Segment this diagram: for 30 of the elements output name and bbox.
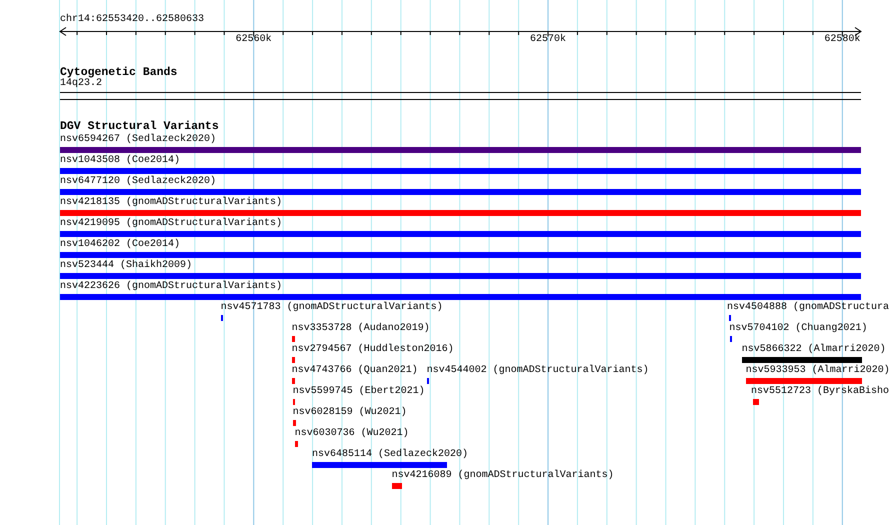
- variant-label: nsv6477120 (Sedlazeck2020): [60, 176, 218, 188]
- variant-label: nsv4223626 (gnomADStructuralVariants): [60, 281, 284, 293]
- variant-label: nsv2794567 (Huddleston2016): [292, 344, 454, 356]
- variant-label: nsv5512723 (ByrskaBisho: [751, 386, 890, 398]
- variant-label: nsv5599745 (Ebert2021): [292, 386, 425, 398]
- tick-label: 62570k: [530, 34, 566, 46]
- variant-label: nsv5866322 (Almarri2020): [742, 344, 886, 356]
- variant-label: nsv4219095 (gnomADStructuralVariants): [60, 218, 284, 230]
- variant-label: nsv4743766 (Quan2021): [292, 365, 418, 377]
- variant-label: nsv4216089 (gnomADStructuralVariants): [392, 470, 614, 482]
- variant-label: nsv4504888 (gnomADStructura: [727, 302, 890, 314]
- track-title: DGV Structural Variants: [60, 121, 219, 133]
- variant-label: nsv5933953 (Almarri2020): [746, 365, 890, 377]
- variant-label: nsv6485114 (Sedlazeck2020): [312, 449, 468, 461]
- track-title: Cytogenetic Bands: [60, 66, 178, 78]
- variant-label: nsv6028159 (Wu2021): [292, 407, 407, 419]
- variant-label: nsv523444 (Shaikh2009): [60, 260, 194, 272]
- region-label: chr14:62553420..62580633: [60, 14, 204, 26]
- tick-label: 62580k: [824, 34, 860, 46]
- variant-label: nsv6030736 (Wu2021): [294, 428, 409, 440]
- tick-label: 62560k: [236, 34, 272, 46]
- variant-label: nsv6594267 (Sedlazeck2020): [60, 134, 218, 146]
- variant-label: nsv3353728 (Audano2019): [292, 323, 430, 335]
- variant-label: nsv5704102 (Chuang2021): [729, 323, 868, 335]
- variant-label: nsv4544002 (gnomADStructuralVariants): [426, 365, 649, 377]
- band-label: 14q23.2: [60, 78, 102, 90]
- variant-label: nsv4218135 (gnomADStructuralVariants): [60, 197, 284, 209]
- variant-label: nsv4571783 (gnomADStructuralVariants): [220, 302, 443, 314]
- variant-label: nsv1043508 (Coe2014): [60, 155, 182, 167]
- variant-label: nsv1046202 (Coe2014): [60, 239, 182, 251]
